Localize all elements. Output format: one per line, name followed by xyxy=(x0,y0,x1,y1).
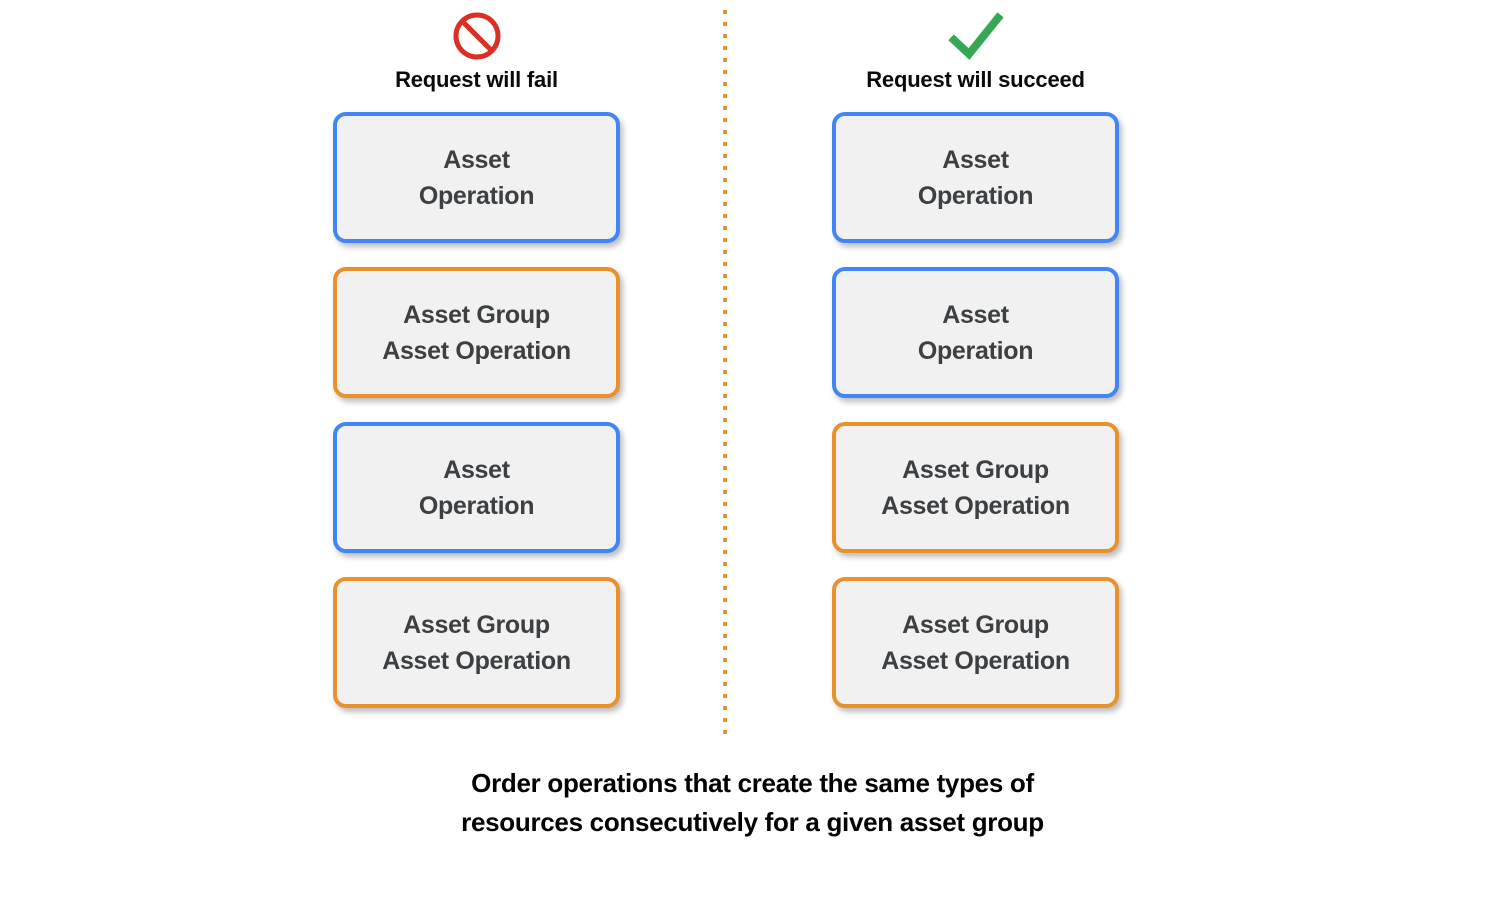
card-label: Asset Operation xyxy=(418,145,535,210)
card-asset-group-asset-operation[interactable]: Asset Group Asset Operation xyxy=(333,577,620,708)
column-title-succeed: Request will succeed xyxy=(866,67,1085,92)
card-asset-group-asset-operation[interactable]: Asset Group Asset Operation xyxy=(832,577,1119,708)
card-label: Asset Operation xyxy=(917,300,1034,365)
card-label: Asset Group Asset Operation xyxy=(382,300,571,365)
column-title-fail: Request will fail xyxy=(395,67,558,92)
column-header-succeed: Request will succeed xyxy=(832,8,1119,94)
column-header-fail: Request will fail xyxy=(333,8,620,94)
caption-line-2: resources consecutively for a given asse… xyxy=(461,807,1044,837)
checkmark-icon xyxy=(832,8,1119,64)
card-stack-succeed: Asset Operation Asset Operation Asset Gr… xyxy=(832,112,1119,708)
card-asset-operation[interactable]: Asset Operation xyxy=(333,112,620,243)
card-asset-group-asset-operation[interactable]: Asset Group Asset Operation xyxy=(832,422,1119,553)
card-label: Asset Group Asset Operation xyxy=(881,455,1070,520)
card-asset-operation[interactable]: Asset Operation xyxy=(333,422,620,553)
card-label: Asset Operation xyxy=(917,145,1034,210)
card-asset-operation[interactable]: Asset Operation xyxy=(832,267,1119,398)
prohibition-icon xyxy=(333,8,620,64)
dotted-vertical-divider-icon xyxy=(723,10,727,736)
card-label: Asset Operation xyxy=(418,455,535,520)
card-label: Asset Group Asset Operation xyxy=(382,610,571,675)
card-asset-group-asset-operation[interactable]: Asset Group Asset Operation xyxy=(333,267,620,398)
caption-line-1: Order operations that create the same ty… xyxy=(471,768,1034,798)
card-asset-operation[interactable]: Asset Operation xyxy=(832,112,1119,243)
diagram-caption: Order operations that create the same ty… xyxy=(0,764,1505,842)
card-stack-fail: Asset Operation Asset Group Asset Operat… xyxy=(333,112,620,708)
card-label: Asset Group Asset Operation xyxy=(881,610,1070,675)
